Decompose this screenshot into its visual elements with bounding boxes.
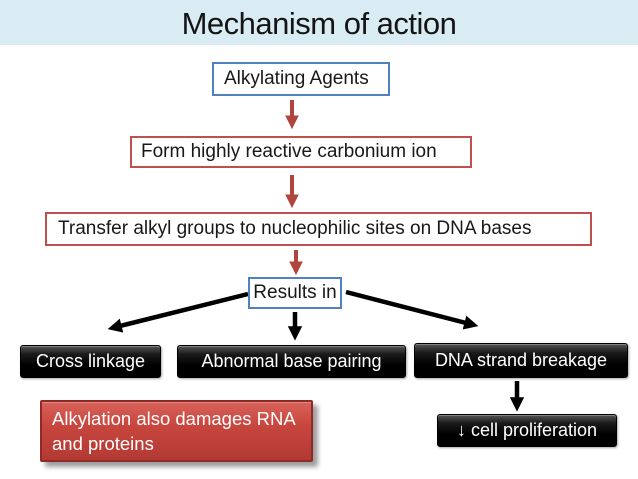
flow-box-label: Transfer alkyl groups to nucleophilic si… bbox=[58, 218, 532, 239]
note-box-alkylation-damage: Alkylation also damages RNA and proteins bbox=[40, 400, 313, 462]
title-bar: Mechanism of action bbox=[0, 0, 638, 45]
flow-box-alkylating-agents: Alkylating Agents bbox=[212, 62, 390, 96]
flow-box-label: Results in bbox=[253, 282, 337, 303]
consequence-label: ↓ cell proliferation bbox=[456, 420, 598, 440]
flow-box-label: Alkylating Agents bbox=[224, 68, 369, 89]
flow-box-carbonium-ion: Form highly reactive carbonium ion bbox=[130, 136, 472, 168]
slide-title: Mechanism of action bbox=[181, 5, 457, 41]
black-arrow-to-dna-strand-breakage bbox=[345, 289, 479, 330]
flow-box-results-in: Results in bbox=[248, 277, 342, 309]
outcome-label: Cross linkage bbox=[35, 351, 146, 371]
flow-box-transfer-alkyl-groups: Transfer alkyl groups to nucleophilic si… bbox=[45, 212, 592, 246]
outcome-box-cross-linkage: Cross linkage bbox=[20, 345, 161, 378]
consequence-box-cell-proliferation: ↓ cell proliferation bbox=[437, 414, 617, 447]
outcome-box-abnormal-base-pairing: Abnormal base pairing bbox=[177, 345, 406, 378]
black-arrow-to-cross-linkage bbox=[107, 291, 249, 333]
flow-box-label: Form highly reactive carbonium ion bbox=[141, 141, 437, 162]
note-label: Alkylation also damages RNA and proteins bbox=[52, 408, 295, 454]
outcome-box-dna-strand-breakage: DNA strand breakage bbox=[414, 343, 628, 378]
outcome-label: DNA strand breakage bbox=[434, 350, 608, 370]
outcome-label: Abnormal base pairing bbox=[201, 351, 382, 371]
